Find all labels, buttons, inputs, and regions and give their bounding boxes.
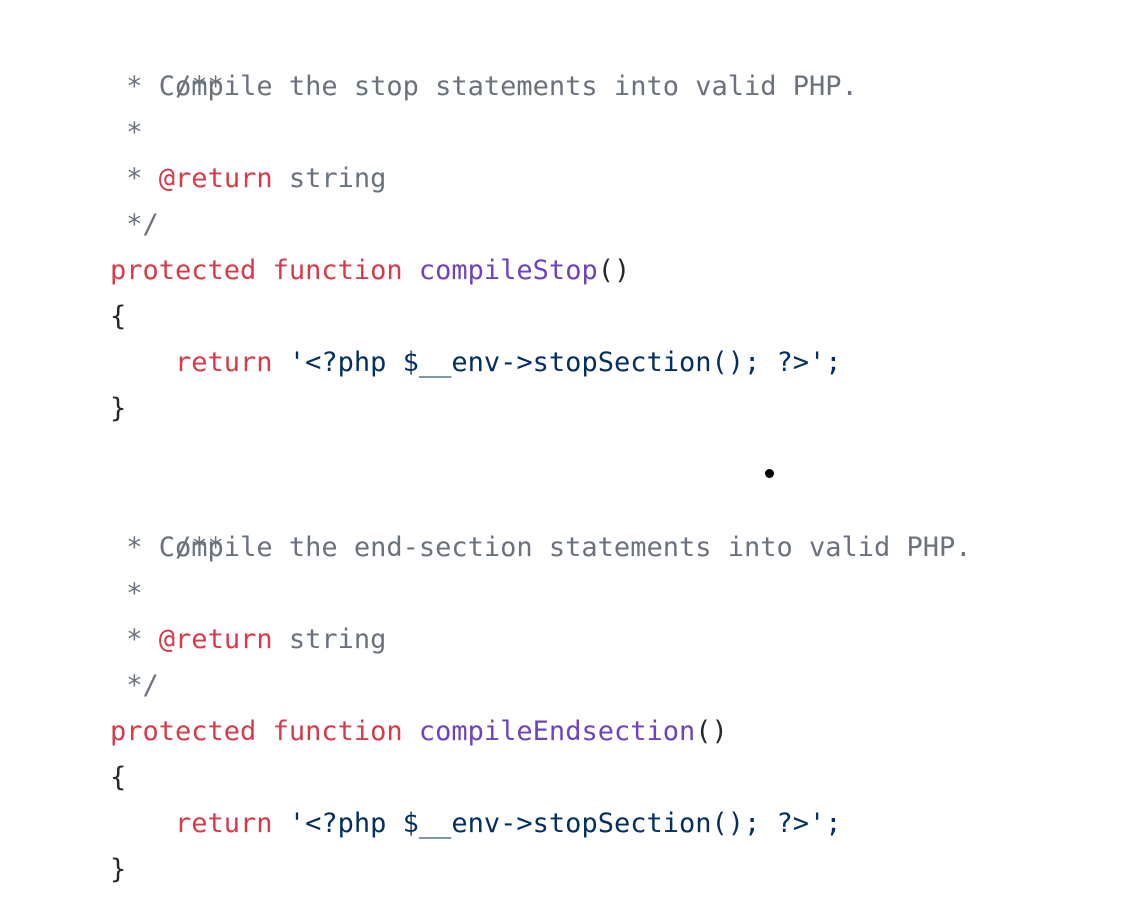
doc-comment-star: *: [126, 624, 143, 655]
code-line: */: [110, 663, 159, 709]
keyword-protected: protected: [110, 255, 257, 286]
doc-tag-return: @return: [158, 163, 273, 194]
code-line: return '<?php $__env->stopSection(); ?>'…: [110, 801, 842, 847]
brace-close: }: [110, 854, 127, 885]
code-line: return '<?php $__env->stopSection(); ?>'…: [110, 340, 842, 386]
keyword-return: return: [175, 347, 273, 378]
code-line: }: [110, 847, 126, 893]
code-line: * Compile the stop statements into valid…: [110, 64, 858, 110]
brace-open: {: [110, 301, 127, 332]
doc-comment-star: *: [126, 532, 143, 563]
doc-comment-close: */: [126, 209, 159, 240]
code-line: /**: [110, 18, 224, 102]
code-line: * @return string: [110, 617, 386, 663]
doc-return-type: string: [272, 163, 387, 194]
keyword-function: function: [272, 255, 403, 286]
code-line: * @return string: [110, 156, 386, 202]
keyword-protected: protected: [110, 716, 257, 747]
code-line: {: [110, 294, 126, 340]
doc-comment-star: *: [126, 71, 143, 102]
brace-close: }: [110, 393, 127, 424]
return-string: '<?php $__env->stopSection(); ?>';: [288, 347, 842, 378]
code-line: *: [110, 110, 143, 156]
doc-comment-close: */: [126, 670, 159, 701]
function-name: compileEndsection: [418, 716, 696, 747]
code-line: */: [110, 202, 159, 248]
doc-comment-open: /**: [175, 532, 224, 563]
code-line: * Compile the end-section statements int…: [110, 525, 972, 571]
doc-comment-star: *: [126, 163, 143, 194]
doc-tag-return: @return: [158, 624, 273, 655]
mouse-cursor-dot: [765, 469, 774, 478]
brace-open: {: [110, 762, 127, 793]
doc-comment-star: *: [126, 578, 143, 609]
code-line: protected function compileStop(): [110, 248, 630, 294]
code-line: {: [110, 755, 126, 801]
doc-comment-summary: Compile the stop statements into valid P…: [142, 71, 858, 102]
keyword-function: function: [272, 716, 403, 747]
doc-comment-summary: Compile the end-section statements into …: [142, 532, 972, 563]
code-line: protected function compileEndsection(): [110, 709, 728, 755]
return-string: '<?php $__env->stopSection(); ?>';: [288, 808, 842, 839]
function-name: compileStop: [418, 255, 598, 286]
code-line: *: [110, 571, 143, 617]
doc-return-type: string: [272, 624, 387, 655]
code-line: }: [110, 386, 126, 432]
function-parens: (): [597, 255, 631, 286]
code-line: /**: [110, 479, 224, 563]
keyword-return: return: [175, 808, 273, 839]
doc-comment-star: *: [126, 117, 143, 148]
function-parens: (): [695, 716, 728, 747]
doc-comment-open: /**: [175, 71, 224, 102]
